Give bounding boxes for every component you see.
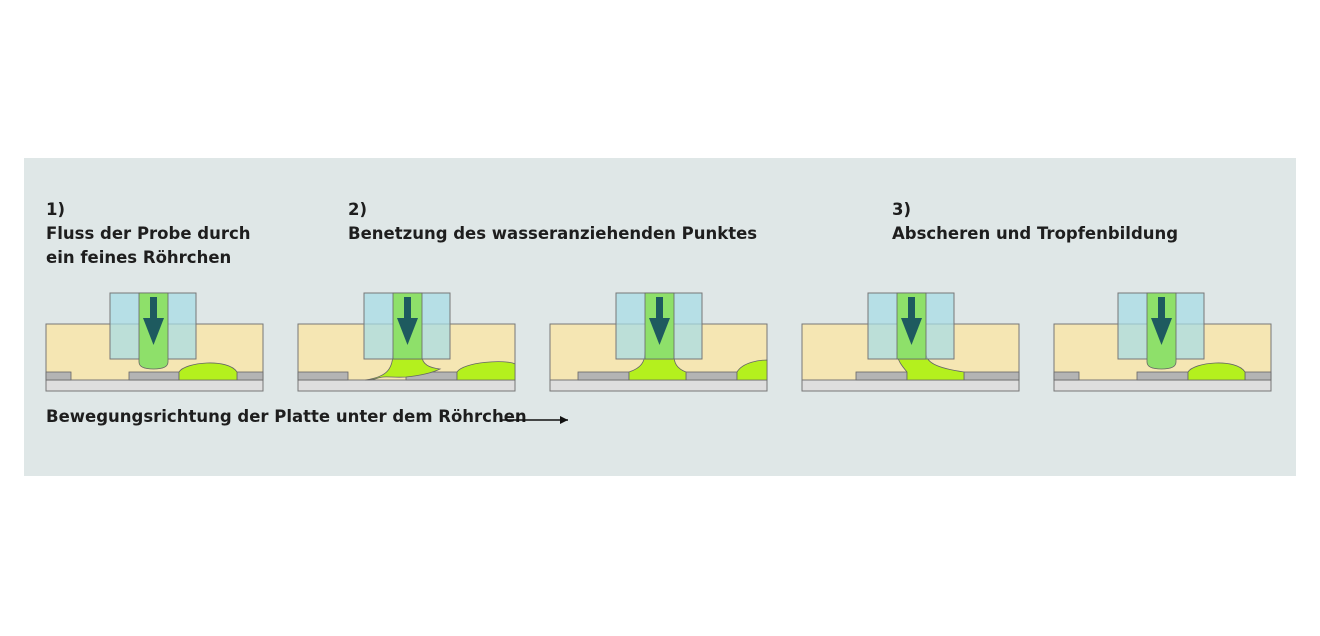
hydrophilic-spot (297, 371, 349, 381)
hydrophilic-spot (1136, 371, 1189, 381)
scene-5 (1053, 292, 1272, 392)
down-arrow-icon (649, 297, 670, 345)
step-2-number: 2) (348, 200, 368, 219)
down-arrow-icon (143, 297, 164, 345)
hydrophilic-spot (1244, 371, 1272, 381)
step-2-line1: Benetzung des wasseranziehenden Punktes (348, 224, 758, 243)
step-1-line2: ein feines Röhrchen (46, 248, 232, 267)
step-3-line1: Abscheren und Tropfenbildung (892, 224, 1179, 243)
hydrophilic-spot (855, 371, 908, 381)
down-arrow-icon (901, 297, 922, 345)
hydrophilic-spot (577, 371, 630, 381)
hydrophilic-spot (1053, 371, 1080, 381)
step-3-number: 3) (892, 200, 912, 219)
scene-2 (297, 292, 516, 392)
hydrophilic-spot (963, 371, 1020, 381)
hydrophilic-spot (685, 371, 738, 381)
hydrophilic-spot (45, 371, 72, 381)
scene-1 (45, 292, 264, 392)
step-2-label: 2) Benetzung des wasseranziehenden Punkt… (348, 198, 757, 246)
droplet (456, 361, 516, 381)
down-arrow-icon (397, 297, 418, 345)
direction-label: Bewegungsrichtung der Platte unter dem R… (46, 407, 527, 426)
droplet (736, 359, 768, 381)
droplet (178, 362, 238, 381)
scene-4 (801, 292, 1020, 392)
step-1-line1: Fluss der Probe durch (46, 224, 251, 243)
hydrophilic-spot (128, 371, 180, 381)
droplet (1187, 362, 1246, 381)
down-arrow-icon (1151, 297, 1172, 345)
hydrophilic-spot (236, 371, 264, 381)
step-1-number: 1) (46, 200, 66, 219)
step-1-label: 1) Fluss der Probe durch ein feines Röhr… (46, 198, 250, 270)
scene-3 (549, 292, 768, 392)
step-3-label: 3) Abscheren und Tropfenbildung (892, 198, 1178, 246)
